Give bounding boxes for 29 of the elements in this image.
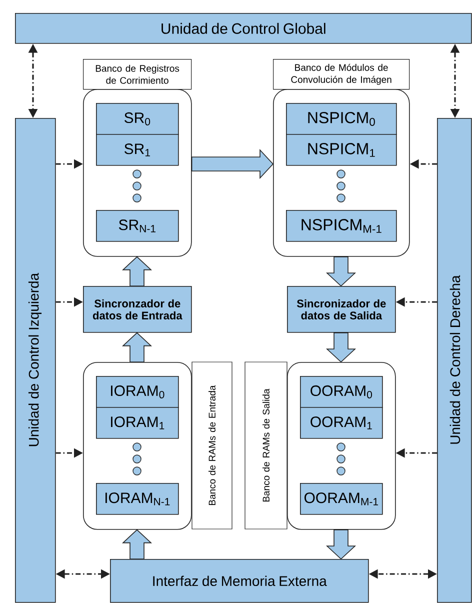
block-arrow xyxy=(122,529,152,560)
block-arrow xyxy=(326,256,356,287)
module-box: NSPICM$_{1}$ xyxy=(286,134,397,166)
module-box: OORAM$_{M-1}$ xyxy=(300,483,383,515)
block-arrow xyxy=(122,332,152,362)
module-box: IORAM$_{1}$ xyxy=(96,407,179,439)
synchronizer-box: Sincronzador de datos de Entrada xyxy=(83,286,192,333)
synchronizer-box: Sincronizador de datos de Salida xyxy=(287,286,396,333)
module-box: SR$_{N-1}$ xyxy=(96,210,179,242)
node-label: Banco de RAMs de Salida xyxy=(262,388,270,502)
block-arrow xyxy=(191,148,274,180)
block-arrow xyxy=(326,529,356,560)
module-box: NSPICM$_{M-1}$ xyxy=(286,210,397,242)
control-unit-box: Interfaz de Memoria Externa xyxy=(110,559,369,603)
node-label: Banco de RAMs de Entrada xyxy=(208,385,216,505)
module-box: OORAM$_{0}$ xyxy=(300,376,383,408)
module-box: SR$_{1}$ xyxy=(96,134,179,166)
module-box: OORAM$_{1}$ xyxy=(300,407,383,439)
node-label: Banco de Módulos de Convolución de Imágen xyxy=(291,64,392,85)
module-box: NSPICM$_{0}$ xyxy=(286,103,397,135)
control-unit-box: Unidad de Control Izquierda xyxy=(15,118,56,603)
module-box: IORAM$_{N-1}$ xyxy=(96,483,179,515)
block-arrow xyxy=(122,256,152,286)
module-box: SR$_{0}$ xyxy=(96,103,179,135)
control-unit-box: Unidad de Control Derecha xyxy=(437,118,472,603)
node-label: Banco de Registros de Corrimiento xyxy=(96,64,180,84)
block-arrow xyxy=(326,332,356,363)
control-unit-box: Unidad de Control Global xyxy=(15,13,472,44)
module-box: IORAM$_{0}$ xyxy=(96,376,179,408)
